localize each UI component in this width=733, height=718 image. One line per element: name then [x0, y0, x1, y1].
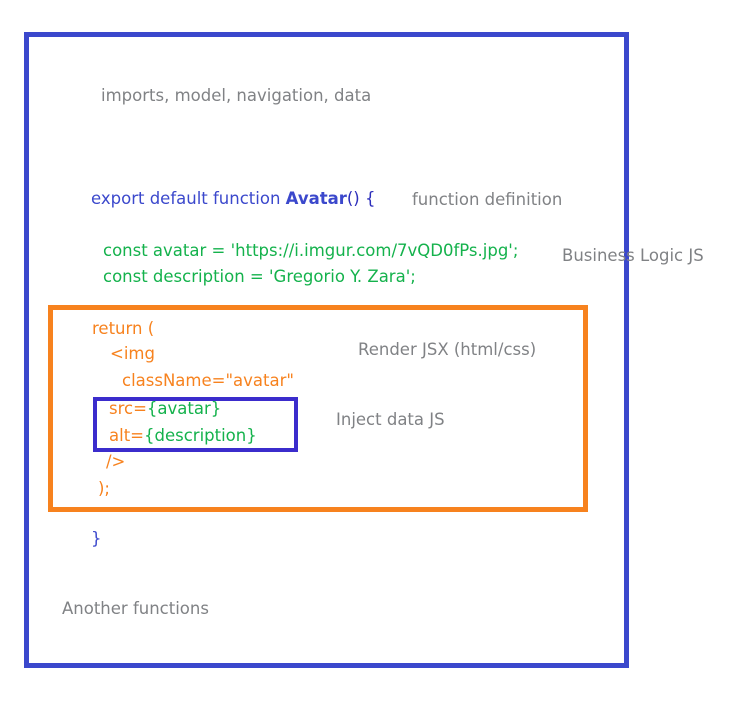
- code-line-classname-attr: className="avatar": [122, 371, 294, 390]
- code-line-return-open: return (: [92, 319, 155, 338]
- export-keyword: export default function: [91, 189, 286, 208]
- annotation-business-logic: Business Logic JS: [562, 246, 704, 265]
- jsx-render-boundary-box: [48, 305, 588, 512]
- code-line-const-avatar: const avatar = 'https://i.imgur.com/7vQD…: [103, 241, 519, 260]
- annotation-function-definition: function definition: [412, 190, 563, 209]
- code-line-function-close: }: [91, 529, 102, 548]
- annotation-inject-data: Inject data JS: [336, 410, 445, 429]
- src-attr-value: {avatar}: [146, 399, 222, 418]
- code-line-self-close: />: [106, 452, 126, 471]
- src-attr-name: src=: [109, 399, 147, 418]
- annotation-render-jsx: Render JSX (html/css): [358, 340, 537, 359]
- alt-attr-name: alt=: [109, 426, 144, 445]
- code-line-const-description: const description = 'Gregorio Y. Zara';: [103, 267, 416, 286]
- component-boundary-box: [24, 32, 629, 668]
- inject-data-boundary-box: [93, 397, 298, 452]
- function-name: Avatar: [285, 189, 347, 208]
- code-line-another-functions: Another functions: [62, 599, 209, 618]
- code-line-alt-attr: alt={description}: [109, 426, 257, 445]
- code-line-src-attr: src={avatar}: [109, 399, 222, 418]
- alt-attr-value: {description}: [144, 426, 257, 445]
- function-open-paren-brace: () {: [346, 189, 376, 208]
- code-line-img-tag: <img: [110, 344, 155, 363]
- code-line-export-function: export default function Avatar() {: [91, 189, 376, 208]
- code-line-return-close: );: [98, 479, 110, 498]
- code-line-imports: imports, model, navigation, data: [101, 86, 372, 105]
